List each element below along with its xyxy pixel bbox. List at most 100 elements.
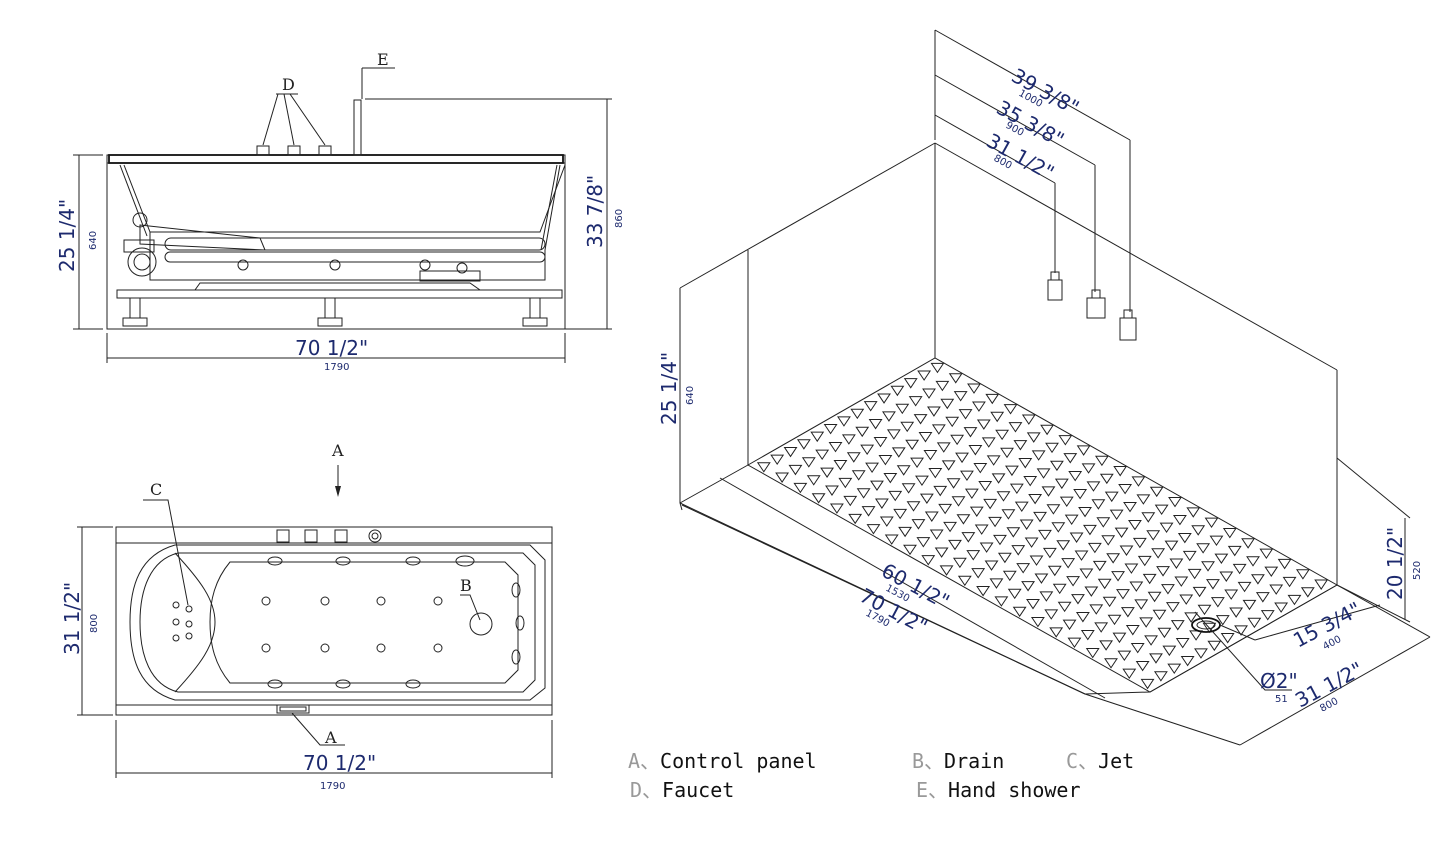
floor-triangle — [1033, 511, 1047, 523]
side-view: 25 1/4" 640 33 7/8" 860 70 1/2" 1790 D E — [55, 50, 625, 373]
floor-triangle — [1016, 563, 1031, 574]
side-total-height-mm: 860 — [614, 209, 625, 228]
floor-triangle — [1125, 625, 1140, 636]
floor-triangle — [968, 445, 983, 456]
floor-triangle — [1134, 599, 1149, 610]
floor-triangle — [884, 534, 899, 545]
floor-triangle — [1021, 414, 1036, 425]
floor-triangle — [926, 406, 941, 417]
floor-triangle — [1028, 493, 1043, 505]
top-length-mm: 1790 — [320, 781, 345, 792]
floor-triangle — [964, 488, 979, 500]
floor-triangle — [1058, 435, 1073, 446]
legend-d: D、Faucet — [630, 778, 734, 802]
floor-triangle — [1118, 484, 1133, 495]
floor-triangle — [1073, 488, 1088, 500]
floor-triangle — [1156, 566, 1170, 577]
floor-triangle — [1086, 481, 1101, 492]
floor-triangle — [1295, 569, 1310, 580]
floor-triangle — [1192, 586, 1207, 598]
top-width-in: 31 1/2" — [60, 582, 84, 655]
floor-triangle — [1076, 445, 1091, 456]
side-length-in: 70 1/2" — [295, 336, 368, 360]
floor-triangle — [933, 485, 948, 497]
top-width-mm: 800 — [89, 614, 100, 633]
floor-triangle — [890, 385, 905, 397]
floor-triangle — [1012, 606, 1027, 618]
floor-triangle — [895, 403, 910, 415]
floor-triangle — [1026, 599, 1040, 610]
floor-triangle — [971, 568, 986, 579]
iso-drain-dia-in: Ø2" — [1260, 669, 1298, 693]
floor-triangle — [898, 526, 913, 538]
floor-triangle — [1039, 591, 1054, 602]
floor-triangle — [1068, 471, 1083, 482]
floor-triangle — [978, 480, 993, 492]
floor-triangle — [1241, 538, 1256, 549]
floor-triangle — [1113, 466, 1128, 477]
floor-triangle — [1047, 565, 1062, 577]
floor-triangle — [1026, 432, 1041, 443]
floor-triangle — [810, 431, 825, 443]
floor-triangle — [829, 503, 844, 514]
label-a-top: A — [331, 441, 344, 460]
floor-triangle — [1127, 519, 1142, 531]
iso-depth-mm: 520 — [1412, 561, 1423, 580]
floor-triangle — [1021, 581, 1036, 592]
floor-triangle — [923, 450, 938, 461]
legend: A、Control panel B、Drain C、Jet D、Faucet E… — [628, 749, 1134, 802]
floor-triangle — [1154, 504, 1169, 516]
floor-triangle — [1117, 650, 1132, 662]
floor-triangle — [1123, 501, 1137, 513]
floor-triangle — [1067, 637, 1082, 649]
floor-triangle — [1111, 571, 1125, 582]
floor-triangle — [943, 521, 958, 533]
floor-triangle — [756, 462, 771, 473]
floor-triangle — [1054, 478, 1069, 490]
floor-triangle — [838, 477, 853, 489]
floor-triangle — [1132, 537, 1147, 549]
floor-triangle — [1177, 532, 1192, 544]
side-total-height-in: 33 7/8" — [583, 175, 607, 248]
floor-triangle — [1264, 566, 1279, 577]
floor-triangle — [1229, 607, 1244, 618]
floor-triangle — [796, 439, 811, 450]
floor-triangle — [1130, 642, 1145, 654]
floor-triangle — [1162, 645, 1177, 657]
floor-triangle — [866, 524, 881, 535]
floor-triangle — [1277, 558, 1292, 570]
floor-triangle — [1136, 494, 1151, 505]
label-d: D — [282, 75, 295, 94]
floor-triangle — [924, 511, 939, 522]
floor-triangle — [1201, 561, 1215, 572]
floor-triangle — [801, 457, 816, 468]
floor-triangle — [1167, 663, 1182, 675]
floor-triangle — [1120, 607, 1135, 618]
floor-triangle — [1034, 573, 1049, 584]
floor-triangle — [1038, 529, 1052, 541]
floor-triangle — [1001, 509, 1016, 520]
floor-triangle — [935, 380, 950, 392]
floor-triangle — [1260, 610, 1275, 621]
floor-triangle — [1101, 535, 1116, 546]
floor-triangle — [1066, 576, 1080, 587]
iso-view: 39 3/8" 1000 35 3/8" 900 31 1/2" 800 25 … — [657, 29, 1431, 746]
floor-triangle — [1135, 660, 1150, 672]
side-height-mm: 640 — [88, 231, 99, 250]
floor-triangle — [878, 454, 893, 466]
floor-triangle — [1003, 404, 1018, 415]
floor-triangle — [989, 578, 1004, 589]
floor-triangle — [1005, 465, 1019, 477]
floor-triangle — [1112, 632, 1127, 644]
floor-triangle — [901, 483, 916, 494]
floor-triangle — [1242, 599, 1257, 611]
floor-triangle — [1122, 668, 1137, 680]
legend-a: A、Control panel — [628, 749, 817, 773]
floor-triangle — [863, 401, 878, 412]
floor-triangle — [1168, 497, 1182, 508]
floor-triangle — [908, 396, 923, 407]
floor-triangle — [1052, 583, 1067, 595]
floor-triangle — [1102, 596, 1117, 608]
side-height-in: 25 1/4" — [55, 199, 79, 272]
floor-triangle — [916, 537, 931, 548]
